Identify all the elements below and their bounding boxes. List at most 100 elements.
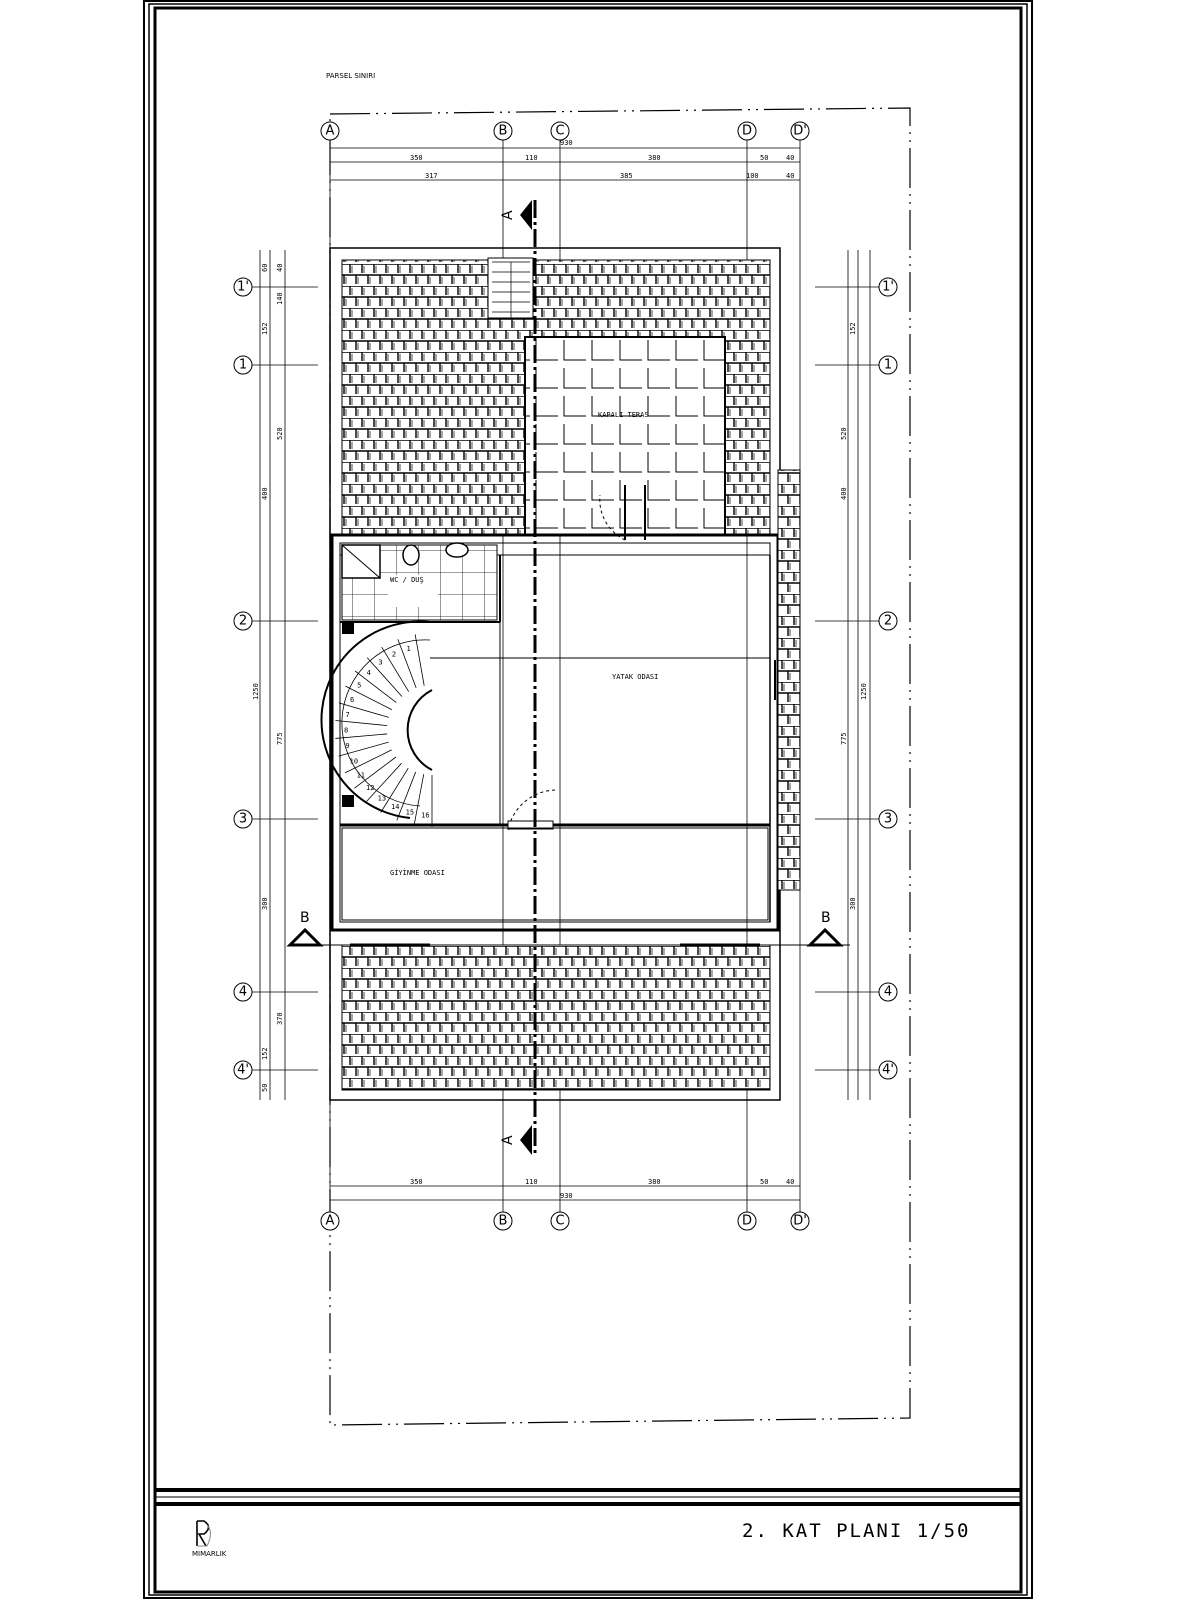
grid-label-b-bottom: B [499, 1214, 508, 1229]
dim-bottom-total: 930 [560, 1192, 573, 1200]
dim-side-5: 300 [261, 897, 269, 910]
dim-side-inner-3: 520 [276, 427, 284, 440]
stair-step-number: 14 [391, 803, 399, 811]
dim-bottom-1: 350 [410, 1178, 423, 1186]
dimension-lines [259, 147, 871, 1201]
stair-step-number: 12 [366, 784, 374, 792]
dim-side-r-inner-3: 520 [840, 427, 848, 440]
grid-labels: A B C D D' A B C D D' 1' 1 2 3 4 4' 1' 1… [237, 124, 894, 1229]
section-a-label-bottom: A [500, 1135, 516, 1145]
stair-step-number: 16 [421, 812, 429, 820]
stair-tread [381, 646, 409, 692]
dim-side-inner-2: 140 [276, 292, 284, 305]
dimension-texts: 930 350 110 380 50 40 317 385 100 40 350… [252, 139, 868, 1200]
dim-side-2: 152 [261, 322, 269, 335]
stair-step-number: 8 [344, 727, 348, 735]
logo-caption: MIMARLIK [192, 1550, 227, 1558]
grid-label-2-left: 2 [239, 614, 247, 629]
dim-side-r-4: 1250 [860, 683, 868, 700]
section-b-line: B B [286, 910, 850, 947]
dim-side-r-2: 152 [849, 322, 857, 335]
stair-tread [366, 657, 403, 697]
stair-step-number: 11 [357, 771, 365, 779]
dim-side-7: 50 [261, 1084, 269, 1092]
dim-top2-2: 385 [620, 172, 633, 180]
dim-top-4: 50 [760, 154, 768, 162]
dim-top-1: 350 [410, 154, 423, 162]
grid-label-4p-right: 4' [882, 1063, 894, 1078]
dim-bottom-3: 380 [648, 1178, 661, 1186]
grid-label-1p-left: 1' [237, 280, 249, 295]
stair-tread [338, 702, 389, 718]
section-a-label-top: A [500, 210, 516, 220]
grid-label-4-right: 4 [884, 985, 892, 1000]
grid-label-a-bottom: A [326, 1214, 335, 1229]
grid-label-1-right: 1 [884, 358, 892, 373]
stair-step-number: 1 [407, 645, 411, 653]
dim-top-5: 40 [786, 154, 794, 162]
stair-tread [413, 774, 425, 826]
stair-tread [338, 741, 389, 757]
dim-top2-1: 317 [425, 172, 438, 180]
stair-tread [335, 720, 388, 726]
stair-step-number: 3 [378, 659, 382, 667]
stair-step-number: 9 [345, 742, 349, 750]
title-block: MIMARLIK 2. KAT PLANI 1/50 [192, 1520, 970, 1558]
bedroom: YATAK ODASI [507, 673, 658, 831]
room-name-dressing: GİYİNME ODASI [390, 868, 445, 877]
stair-step-number: 5 [357, 682, 361, 690]
stair-step-number: 4 [367, 669, 371, 677]
stair-tread [354, 670, 397, 703]
stair-step-number: 6 [350, 696, 354, 704]
sheet-title: 2. KAT PLANI 1/50 [742, 1520, 970, 1542]
dim-side-4: 1250 [252, 683, 260, 700]
stair-step-number: 15 [406, 809, 414, 817]
grid-label-c-bottom: C [555, 1214, 564, 1229]
terrace: KAPALI TERAS [524, 336, 726, 541]
room-name-bedroom: YATAK ODASI [612, 673, 658, 681]
stair-tread [414, 634, 425, 686]
room-name-wc: WC / DUŞ [390, 576, 424, 584]
stair-tread [397, 639, 417, 689]
sheet-frame [143, 0, 1033, 1599]
stair-step-number: 7 [346, 711, 350, 719]
section-b-label-right: B [821, 910, 831, 926]
grid-label-c-top: C [555, 124, 564, 139]
grid-label-3-left: 3 [239, 812, 247, 827]
dim-bottom-2: 110 [525, 1178, 538, 1186]
dim-bottom-5: 40 [786, 1178, 794, 1186]
stair-step-number: 2 [392, 651, 396, 659]
stair-tread [396, 771, 417, 821]
dim-top2-4: 40 [786, 172, 794, 180]
dim-top-total: 930 [560, 139, 573, 147]
wc-room: WC / DUŞ [341, 542, 498, 621]
stair-step-number: 13 [378, 795, 386, 803]
stair-tread [380, 768, 409, 813]
grid-label-4p-left: 4' [237, 1063, 249, 1078]
dressing-room: GİYİNME ODASI [341, 827, 769, 921]
dim-side-1: 60 [261, 264, 269, 272]
grid-label-1-left: 1 [239, 358, 247, 373]
stair-tread [335, 733, 388, 739]
stair-tread [354, 756, 397, 789]
grid-label-2-right: 2 [884, 614, 892, 629]
grid-label-d-bottom: D [742, 1214, 752, 1229]
stair-tread [366, 762, 402, 802]
room-name-terrace: KAPALI TERAS [598, 411, 649, 419]
stair-tread [344, 749, 392, 774]
dim-bottom-4: 50 [760, 1178, 768, 1186]
dim-side-6: 152 [261, 1047, 269, 1060]
section-b-label-left: B [300, 910, 310, 926]
dim-top-3: 380 [648, 154, 661, 162]
firm-logo: MIMARLIK [192, 1520, 227, 1558]
grid-bubbles [233, 121, 898, 1231]
grid-label-d-prime-top: D' [793, 124, 807, 139]
grid-label-d-prime-bottom: D' [793, 1214, 807, 1229]
section-a-line: A A [500, 200, 537, 1155]
stair-tread [345, 685, 393, 711]
dim-side-r-inner-4: 775 [840, 732, 848, 745]
grid-label-1p-right: 1' [882, 280, 894, 295]
dim-side-r-3: 400 [840, 487, 848, 500]
